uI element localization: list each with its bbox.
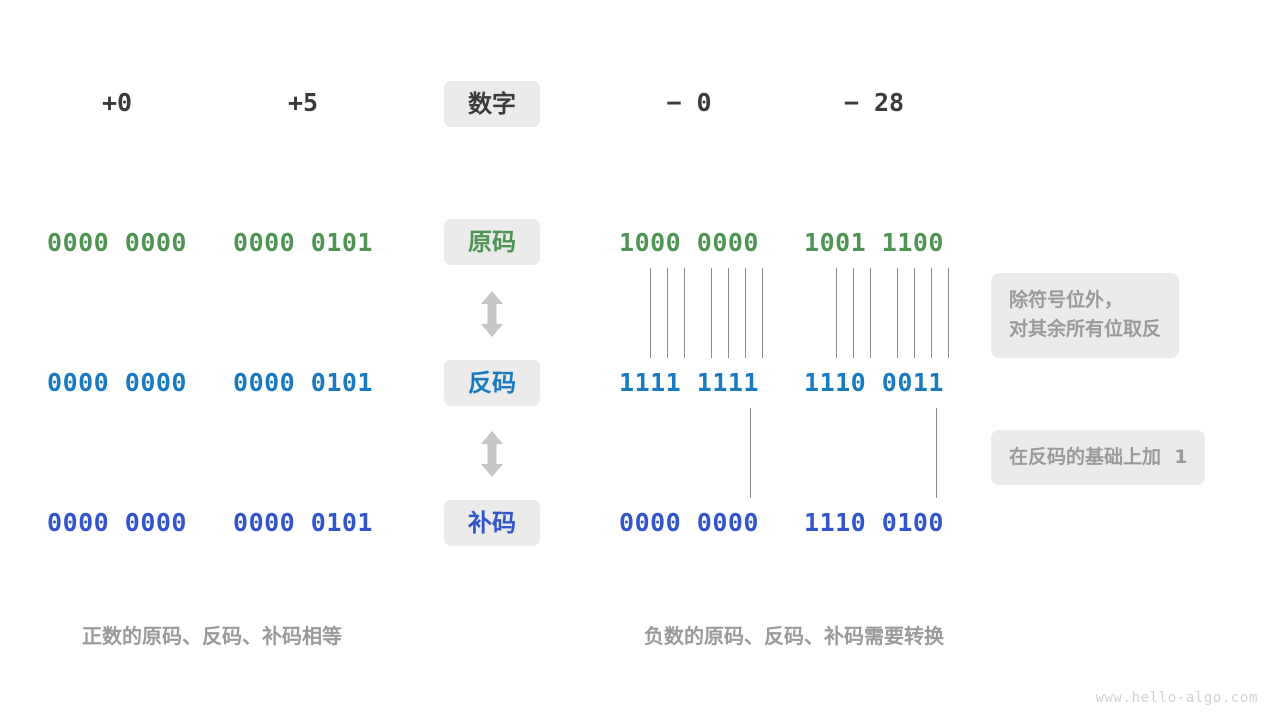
note-add-one-to-ones-complement: 在反码的基础上加 1 [991, 430, 1206, 486]
bits-ones-complement-plus-zero: 0000 0000 [47, 368, 187, 397]
bits-twos-complement-minus-zero: 0000 0000 [619, 508, 759, 537]
connector-line-carry [936, 408, 937, 498]
connector-line-invert [897, 268, 898, 358]
bits-ones-complement-minus-twentyeight: 1110 0011 [804, 368, 944, 397]
bits-true-form-minus-zero: 1000 0000 [619, 228, 759, 257]
row-label-true-form: 原码 [444, 219, 540, 265]
connector-line-invert [914, 268, 915, 358]
connector-line-invert [728, 268, 729, 358]
note-invert-line-2: 对其余所有位取反 [1009, 318, 1162, 341]
connector-line-carry [750, 408, 751, 498]
connector-line-invert [931, 268, 932, 358]
bits-twos-complement-plus-zero: 0000 0000 [47, 508, 187, 537]
connector-line-invert [853, 268, 854, 358]
connector-line-invert [667, 268, 668, 358]
connector-line-invert [870, 268, 871, 358]
note-add-one-line-1: 在反码的基础上加 1 [1009, 446, 1188, 468]
double-arrow-icon-ones-to-twos [477, 431, 507, 481]
bits-true-form-plus-five: 0000 0101 [233, 228, 373, 257]
column-header-plus-zero: +0 [101, 88, 133, 117]
connector-line-invert [745, 268, 746, 358]
row-label-number: 数字 [444, 81, 540, 127]
connector-line-invert [762, 268, 763, 358]
double-arrow-icon-true-to-ones [477, 291, 507, 341]
column-header-minus-twentyeight: − 28 [843, 88, 905, 117]
note-invert-line-1: 除符号位外， [1009, 289, 1124, 311]
column-header-plus-five: +5 [287, 88, 319, 117]
connector-line-invert [650, 268, 651, 358]
connector-line-invert [684, 268, 685, 358]
bits-ones-complement-plus-five: 0000 0101 [233, 368, 373, 397]
connector-line-invert [948, 268, 949, 358]
connector-line-invert [836, 268, 837, 358]
caption-negative-convert: 负数的原码、反码、补码需要转换 [644, 624, 944, 648]
column-header-minus-zero: − 0 [666, 88, 712, 117]
caption-positive-equal: 正数的原码、反码、补码相等 [82, 624, 342, 648]
watermark-url: www.hello-algo.com [1095, 690, 1258, 706]
row-label-ones-complement: 反码 [444, 360, 540, 406]
bits-true-form-minus-twentyeight: 1001 1100 [804, 228, 944, 257]
connector-line-invert [711, 268, 712, 358]
note-invert-except-sign-bit: 除符号位外， 对其余所有位取反 [991, 273, 1180, 358]
bits-true-form-plus-zero: 0000 0000 [47, 228, 187, 257]
bits-ones-complement-minus-zero: 1111 1111 [619, 368, 759, 397]
row-label-twos-complement: 补码 [444, 500, 540, 546]
bits-twos-complement-plus-five: 0000 0101 [233, 508, 373, 537]
bits-twos-complement-minus-twentyeight: 1110 0100 [804, 508, 944, 537]
